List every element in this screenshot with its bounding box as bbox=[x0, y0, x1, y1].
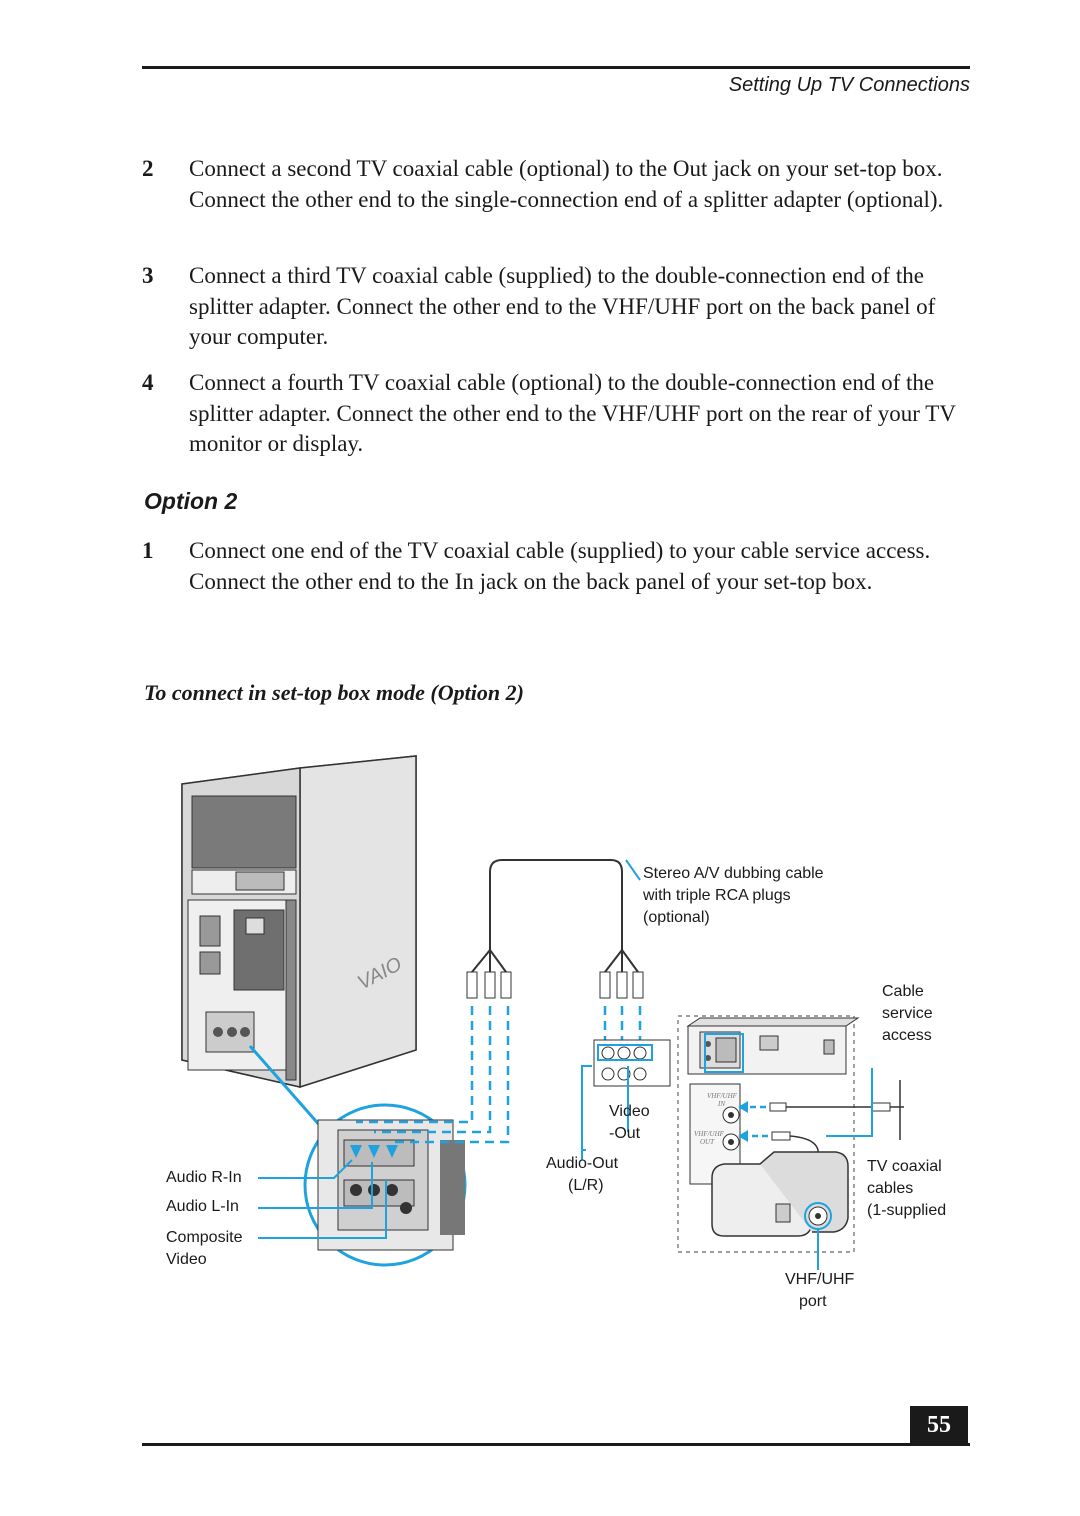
device-group-box bbox=[677, 1015, 855, 1253]
svg-text:IN: IN bbox=[717, 1100, 725, 1108]
option-heading: Option 2 bbox=[144, 488, 238, 514]
top-rule bbox=[142, 66, 970, 69]
label-stereo-cable-2: with triple RCA plugs bbox=[642, 887, 791, 904]
label-audio-l-in: Audio L-In bbox=[166, 1198, 239, 1215]
running-header: Setting Up TV Connections bbox=[728, 74, 970, 96]
step-text: Connect one end of the TV coaxial cable … bbox=[189, 538, 931, 594]
connection-diagram: VAIO bbox=[166, 755, 946, 1310]
label-stereo-cable-3: (optional) bbox=[643, 909, 710, 926]
label-composite-1: Composite bbox=[166, 1229, 243, 1246]
label-video-out-2: -Out bbox=[609, 1125, 641, 1142]
computer-tower: VAIO bbox=[181, 755, 417, 1089]
step-text: Connect a second TV coaxial cable (optio… bbox=[189, 156, 944, 212]
label-tv-coax-1: TV coaxial bbox=[867, 1158, 942, 1175]
step-text: Connect a fourth TV coaxial cable (optio… bbox=[189, 370, 956, 456]
step-text: Connect a third TV coaxial cable (suppli… bbox=[189, 263, 936, 349]
step-number: 3 bbox=[142, 263, 154, 288]
stb-av-jacks bbox=[581, 1039, 671, 1151]
bottom-rule bbox=[142, 1443, 970, 1446]
stb-rf-panel: VHF/UHF IN VHF/UHF OUT bbox=[689, 1083, 741, 1185]
label-tv-coax-2: cables bbox=[867, 1180, 913, 1197]
svg-text:VHF/UHF: VHF/UHF bbox=[694, 1130, 725, 1138]
set-top-box bbox=[686, 1017, 860, 1075]
label-video-out-1: Video bbox=[609, 1103, 650, 1120]
label-vhf-uhf-1: VHF/UHF bbox=[785, 1271, 855, 1288]
label-leaders bbox=[258, 1100, 629, 1239]
step-number: 1 bbox=[142, 538, 154, 563]
page-number: 55 bbox=[910, 1406, 968, 1444]
step-number: 4 bbox=[142, 370, 154, 395]
step-number: 2 bbox=[142, 156, 154, 181]
diagram-title: To connect in set-top box mode (Option 2… bbox=[144, 680, 524, 705]
svg-text:OUT: OUT bbox=[700, 1138, 715, 1146]
zoom-callout-line bbox=[248, 1045, 324, 1129]
label-audio-out-1: Audio-Out bbox=[546, 1155, 619, 1172]
label-composite-2: Video bbox=[166, 1251, 207, 1268]
tv-monitor bbox=[711, 1151, 849, 1270]
dashed-guides bbox=[356, 1006, 642, 1144]
label-audio-r-in: Audio R-In bbox=[166, 1169, 242, 1186]
label-cable-service-3: access bbox=[882, 1027, 932, 1044]
label-stereo-cable-1: Stereo A/V dubbing cable bbox=[643, 865, 824, 882]
label-vhf-uhf-2: port bbox=[799, 1293, 827, 1310]
label-audio-out-2: (L/R) bbox=[568, 1177, 604, 1194]
rca-cable bbox=[466, 859, 644, 999]
svg-text:VHF/UHF: VHF/UHF bbox=[707, 1092, 738, 1100]
label-cable-service-1: Cable bbox=[882, 983, 924, 1000]
label-cable-service-2: service bbox=[882, 1005, 933, 1022]
label-tv-coax-3: (1-supplied bbox=[867, 1202, 946, 1219]
